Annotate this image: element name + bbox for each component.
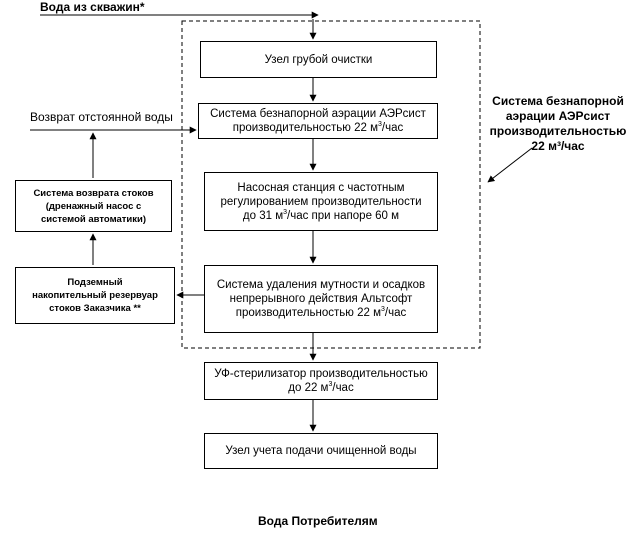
arrow-side-label xyxy=(487,147,533,183)
aeration-system-boundary xyxy=(181,20,481,349)
return-water-label: Возврат отстоянной воды xyxy=(30,110,173,124)
coarse-filter-text: Узел грубой очистки xyxy=(264,53,373,66)
aeration-box: Система безнапорной аэрации АЭРсист прои… xyxy=(198,103,438,139)
uv-sterilizer-text: УФ-стерилизатор производительностью до 2… xyxy=(214,368,428,394)
pump-station-box: Насосная станция с частотным регулирован… xyxy=(204,172,438,231)
metering-box: Узел учета подачи очищенной воды xyxy=(204,433,438,469)
aeration-text: Система безнапорной аэрации АЭРсист прои… xyxy=(210,108,426,134)
aeration-system-label: Система безнапорной аэрации АЭРсист прои… xyxy=(489,94,627,153)
turbidity-removal-text: Система удаления мутности и осадков непр… xyxy=(216,279,426,319)
uv-sterilizer-box: УФ-стерилизатор производительностью до 2… xyxy=(204,362,438,400)
wells-label: Вода из скважин* xyxy=(40,0,145,14)
consumer-water-label: Вода Потребителям xyxy=(258,514,378,528)
metering-text: Узел учета подачи очищенной воды xyxy=(225,445,417,457)
pump-station-text: Насосная станция с частотным регулирован… xyxy=(220,181,422,222)
reservoir-text: Подземный накопительный резервуар стоков… xyxy=(32,277,158,314)
turbidity-removal-box: Система удаления мутности и осадков непр… xyxy=(204,265,438,333)
coarse-filter-box: Узел грубой очистки xyxy=(200,41,437,78)
return-system-box: Система возврата стоков (дренажный насос… xyxy=(15,180,172,232)
reservoir-box: Подземный накопительный резервуар стоков… xyxy=(15,267,175,324)
return-system-text: Система возврата стоков (дренажный насос… xyxy=(33,187,154,225)
